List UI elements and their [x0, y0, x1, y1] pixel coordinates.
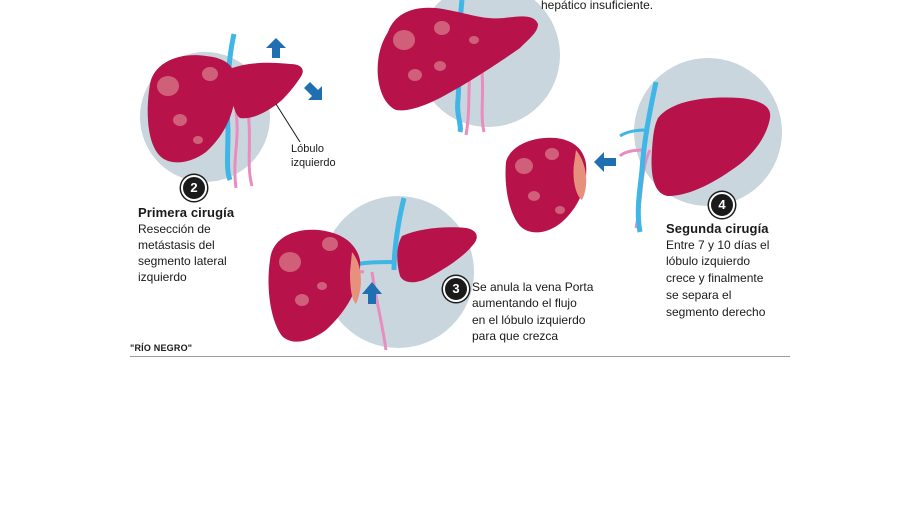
vein-pink [233, 109, 239, 189]
vein-pink [480, 71, 486, 133]
liver-spot [434, 21, 450, 35]
liver-spot [469, 36, 479, 44]
step-4-badge: 4 [709, 192, 735, 218]
liver-left-lobe [397, 227, 477, 283]
left-lobe-label-line-1: Lóbulo [291, 143, 325, 155]
step-3-line-4: para que crezca [472, 329, 559, 343]
bottom-divider [130, 356, 790, 357]
arrow-up-icon [266, 38, 286, 58]
step-3-line-2: aumentando el flujo [472, 296, 577, 310]
left-lobe-label-line-2: izquierdo [291, 157, 336, 169]
liver-spot [279, 252, 301, 272]
step-2-line-3: segmento lateral [138, 254, 227, 268]
step-4-line-2: lóbulo izquierdo [666, 254, 751, 268]
liver-left-lobe [231, 62, 303, 119]
liver-spot [295, 294, 309, 306]
cut-surface [350, 252, 361, 304]
vein-pink [618, 148, 645, 158]
leader-line [275, 103, 301, 143]
cut-surface [573, 150, 587, 200]
arrow-left-icon [594, 152, 616, 172]
liver-spot [202, 67, 218, 81]
liver-illustration-initial [377, 0, 560, 136]
liver-spot [555, 206, 565, 214]
liver-spot [322, 237, 338, 251]
top-caption: hepático insuficiente. [541, 0, 654, 12]
step-2-title: Primera cirugía [138, 205, 235, 220]
vein-pink [246, 111, 254, 187]
vein-blue [224, 33, 237, 181]
liver-spot [317, 282, 327, 290]
liver-illustration-first-surgery [140, 33, 322, 189]
liver-spot [408, 69, 422, 81]
step-4-line-1: Entre 7 y 10 días el [666, 238, 770, 252]
vein-blue [619, 128, 647, 138]
liver-spot [193, 136, 203, 144]
liver-spot [515, 158, 533, 174]
vein-pink [370, 271, 388, 351]
vein-blue [635, 81, 659, 233]
vein-blue [391, 197, 407, 271]
liver-illustration-second-surgery [505, 58, 782, 233]
step-2-badge: 2 [181, 175, 207, 201]
step-2-line-1: Resección de [138, 222, 211, 236]
credit-label: "RÍO NEGRO" [130, 343, 193, 353]
arrow-down-right-icon [304, 82, 322, 100]
liver-grown-lobe [651, 97, 771, 196]
liver-spot [434, 61, 446, 71]
liver-spot [173, 114, 187, 126]
step-2-line-2: metástasis del [138, 238, 215, 252]
liver-illustration-portal-occlusion [268, 196, 477, 351]
arrow-up-icon [362, 282, 382, 304]
liver-spot [157, 76, 179, 96]
step-4-line-4: se separa el [666, 288, 732, 302]
step-2-line-4: izquierdo [138, 270, 187, 284]
liver-spot [528, 191, 540, 201]
liver-spot [545, 148, 559, 160]
step-4-title: Segunda cirugía [666, 221, 769, 236]
step-3-line-1: Se anula la vena Porta [472, 280, 594, 294]
step-3-badge: 3 [443, 276, 469, 302]
step-4-line-5: segmento derecho [666, 305, 766, 319]
step-3-line-3: en el lóbulo izquierdo [472, 313, 586, 327]
step-4-line-3: crece y finalmente [666, 271, 764, 285]
liver-spot [393, 30, 415, 50]
liver-shape [377, 7, 538, 111]
